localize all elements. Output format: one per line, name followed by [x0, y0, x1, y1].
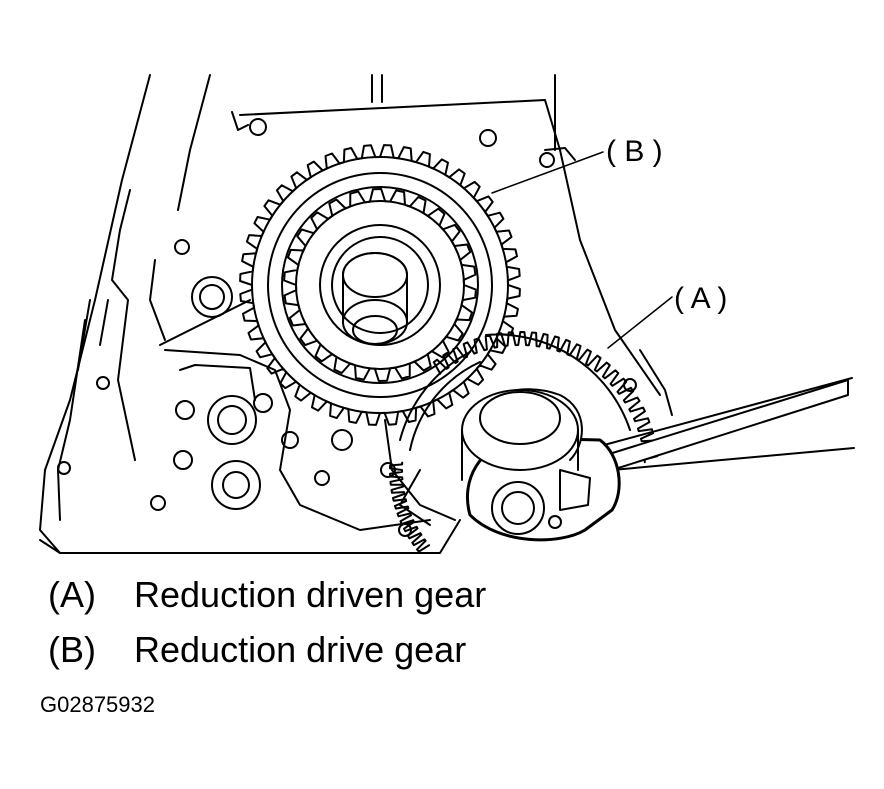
drive-gear-splines	[283, 188, 477, 382]
legend-key-b: (B)	[48, 629, 96, 670]
leader-line-a	[607, 296, 673, 349]
reduction-driven-gear	[384, 331, 659, 553]
driven-gear-lower-teeth	[389, 461, 431, 553]
housing-bolts	[173, 276, 396, 510]
socket-wrench	[461, 377, 855, 542]
transmission-housing	[39, 74, 673, 554]
figure-code: G02875932	[40, 692, 155, 717]
legend-row-a: (A) Reduction driven gear	[48, 575, 486, 615]
driven-gear-upper-teeth	[432, 331, 659, 464]
legend-text-b: Reduction drive gear	[134, 629, 467, 670]
legend-key-a: (A)	[48, 574, 96, 615]
callout-a-label: ( A )	[674, 282, 728, 315]
legend-row-b: (B) Reduction drive gear	[48, 630, 466, 670]
legend-text-a: Reduction driven gear	[134, 574, 487, 615]
leader-line-b	[491, 151, 604, 194]
callout-b-label: ( B )	[606, 135, 663, 168]
drive-gear-outer-teeth	[239, 144, 521, 426]
transmission-gear-illustration	[39, 74, 855, 554]
leader-lines	[491, 151, 673, 349]
drive-gear-inner-splines	[283, 188, 477, 382]
drive-gear-teeth	[239, 144, 521, 426]
reduction-drive-gear	[239, 144, 521, 426]
driven-gear-teeth	[389, 331, 659, 553]
